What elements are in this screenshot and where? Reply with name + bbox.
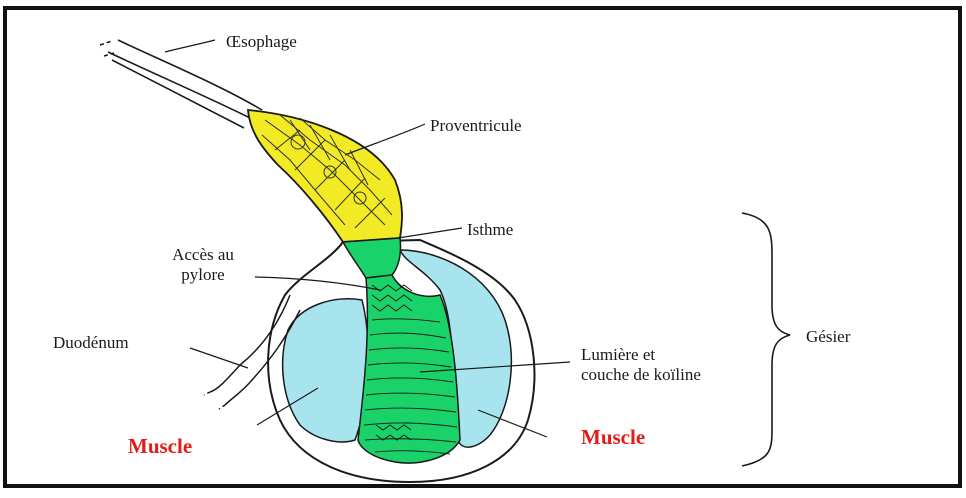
label-isthme: Isthme bbox=[467, 220, 513, 240]
label-acces-pylore: Accès au pylore bbox=[158, 245, 248, 285]
label-acces-line1: Accès au bbox=[158, 245, 248, 265]
label-oesophage: Œsophage bbox=[226, 32, 297, 52]
label-proventricule: Proventricule bbox=[430, 116, 522, 136]
label-muscle-left: Muscle bbox=[128, 434, 192, 458]
label-lumiere-line2: couche de koïline bbox=[581, 365, 701, 385]
label-duodenum: Duodénum bbox=[53, 333, 129, 353]
label-lumiere-koiline: Lumière et couche de koïline bbox=[581, 345, 701, 385]
label-acces-line2: pylore bbox=[158, 265, 248, 285]
label-lumiere-line1: Lumière et bbox=[581, 345, 701, 365]
label-gesier: Gésier bbox=[806, 327, 850, 347]
label-muscle-right: Muscle bbox=[581, 425, 645, 449]
